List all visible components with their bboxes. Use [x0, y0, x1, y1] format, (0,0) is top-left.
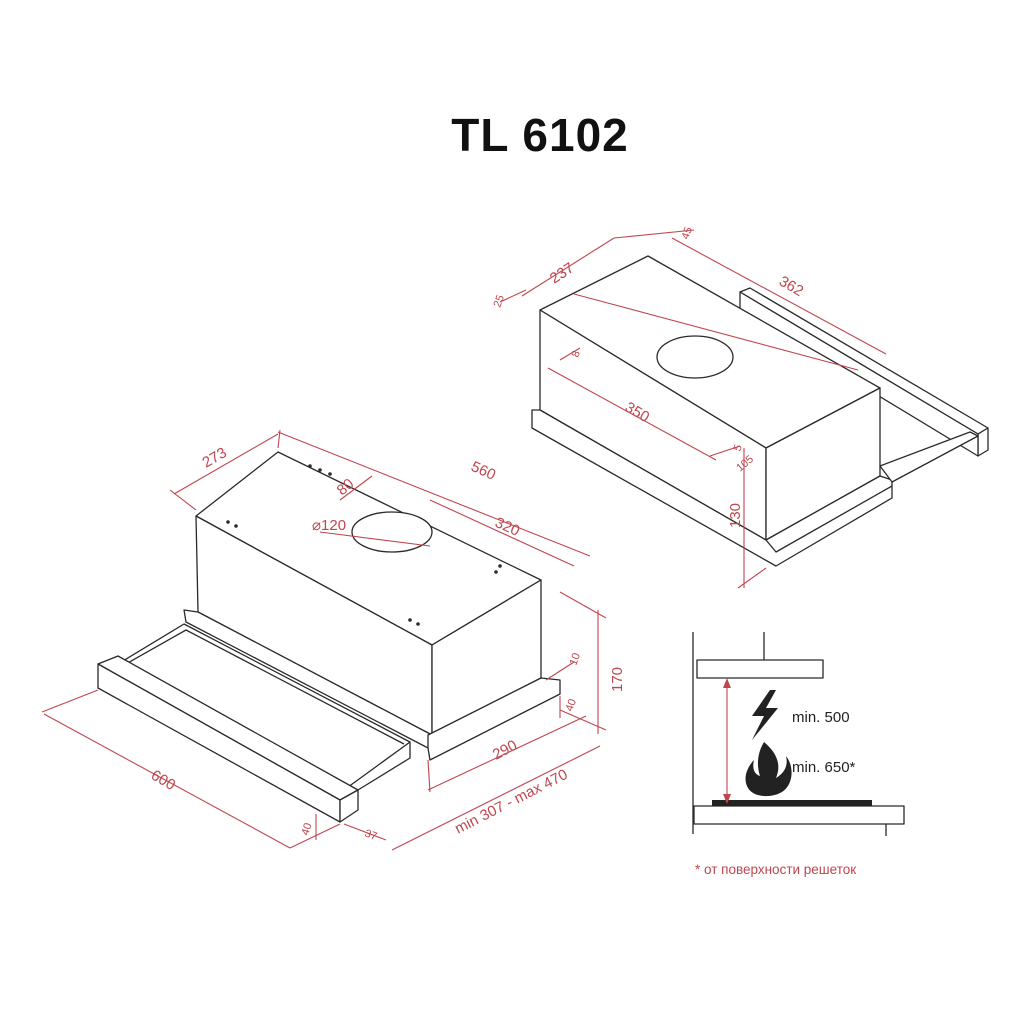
- dim-560-label: 560: [468, 458, 498, 484]
- hob-surface: [712, 800, 872, 806]
- dim-120-label: ⌀120: [312, 517, 346, 534]
- exhaust-collar: [656, 335, 734, 379]
- dim-40-label: 40: [564, 697, 579, 713]
- dim-8-label: 8: [570, 349, 583, 359]
- dim-travel-label: min 307 - max 470: [452, 766, 570, 838]
- footnote: * от поверхности решеток: [695, 862, 856, 877]
- front-panel-end: [339, 789, 359, 823]
- mounting-holes: [226, 464, 502, 626]
- rail-side: [739, 291, 979, 457]
- installation-diagram: min. 500 min. 650* * от поверхности реше…: [692, 632, 905, 877]
- dim-170-label: 170: [609, 667, 626, 692]
- dim-10-label: 10: [568, 651, 583, 667]
- dim-600-label: 600: [148, 767, 178, 794]
- flame-icon: [745, 742, 792, 797]
- frame-right: [879, 431, 979, 483]
- frame-right: [427, 677, 561, 761]
- hob-counter: [693, 805, 905, 825]
- front-view: 273 560 80 ⌀120 320 170 10 40 290 600 40…: [41, 429, 626, 851]
- back-view: 237 45 362 25 8 350 5 105 130: [492, 225, 989, 589]
- exhaust-collar: [351, 511, 433, 553]
- lightning-icon: [752, 690, 778, 740]
- dim-362-label: 362: [776, 273, 806, 300]
- gas-clearance-label: min. 650*: [792, 759, 856, 776]
- dim-45-label: 45: [680, 225, 695, 241]
- dim-130-label: 130: [727, 503, 744, 528]
- dim-5-label: 5: [732, 443, 745, 453]
- electric-clearance-label: min. 500: [792, 709, 850, 726]
- dim-40b-label: 40: [299, 822, 314, 837]
- dim-290-label: 290: [490, 737, 520, 764]
- page-title: TL 6102: [451, 109, 629, 161]
- dim-320-label: 320: [492, 514, 522, 540]
- dim-273-label: 273: [200, 444, 230, 471]
- hood-shelf: [696, 659, 824, 679]
- dim-37-label: 37: [363, 828, 379, 843]
- dim-25-label: 25: [492, 293, 507, 309]
